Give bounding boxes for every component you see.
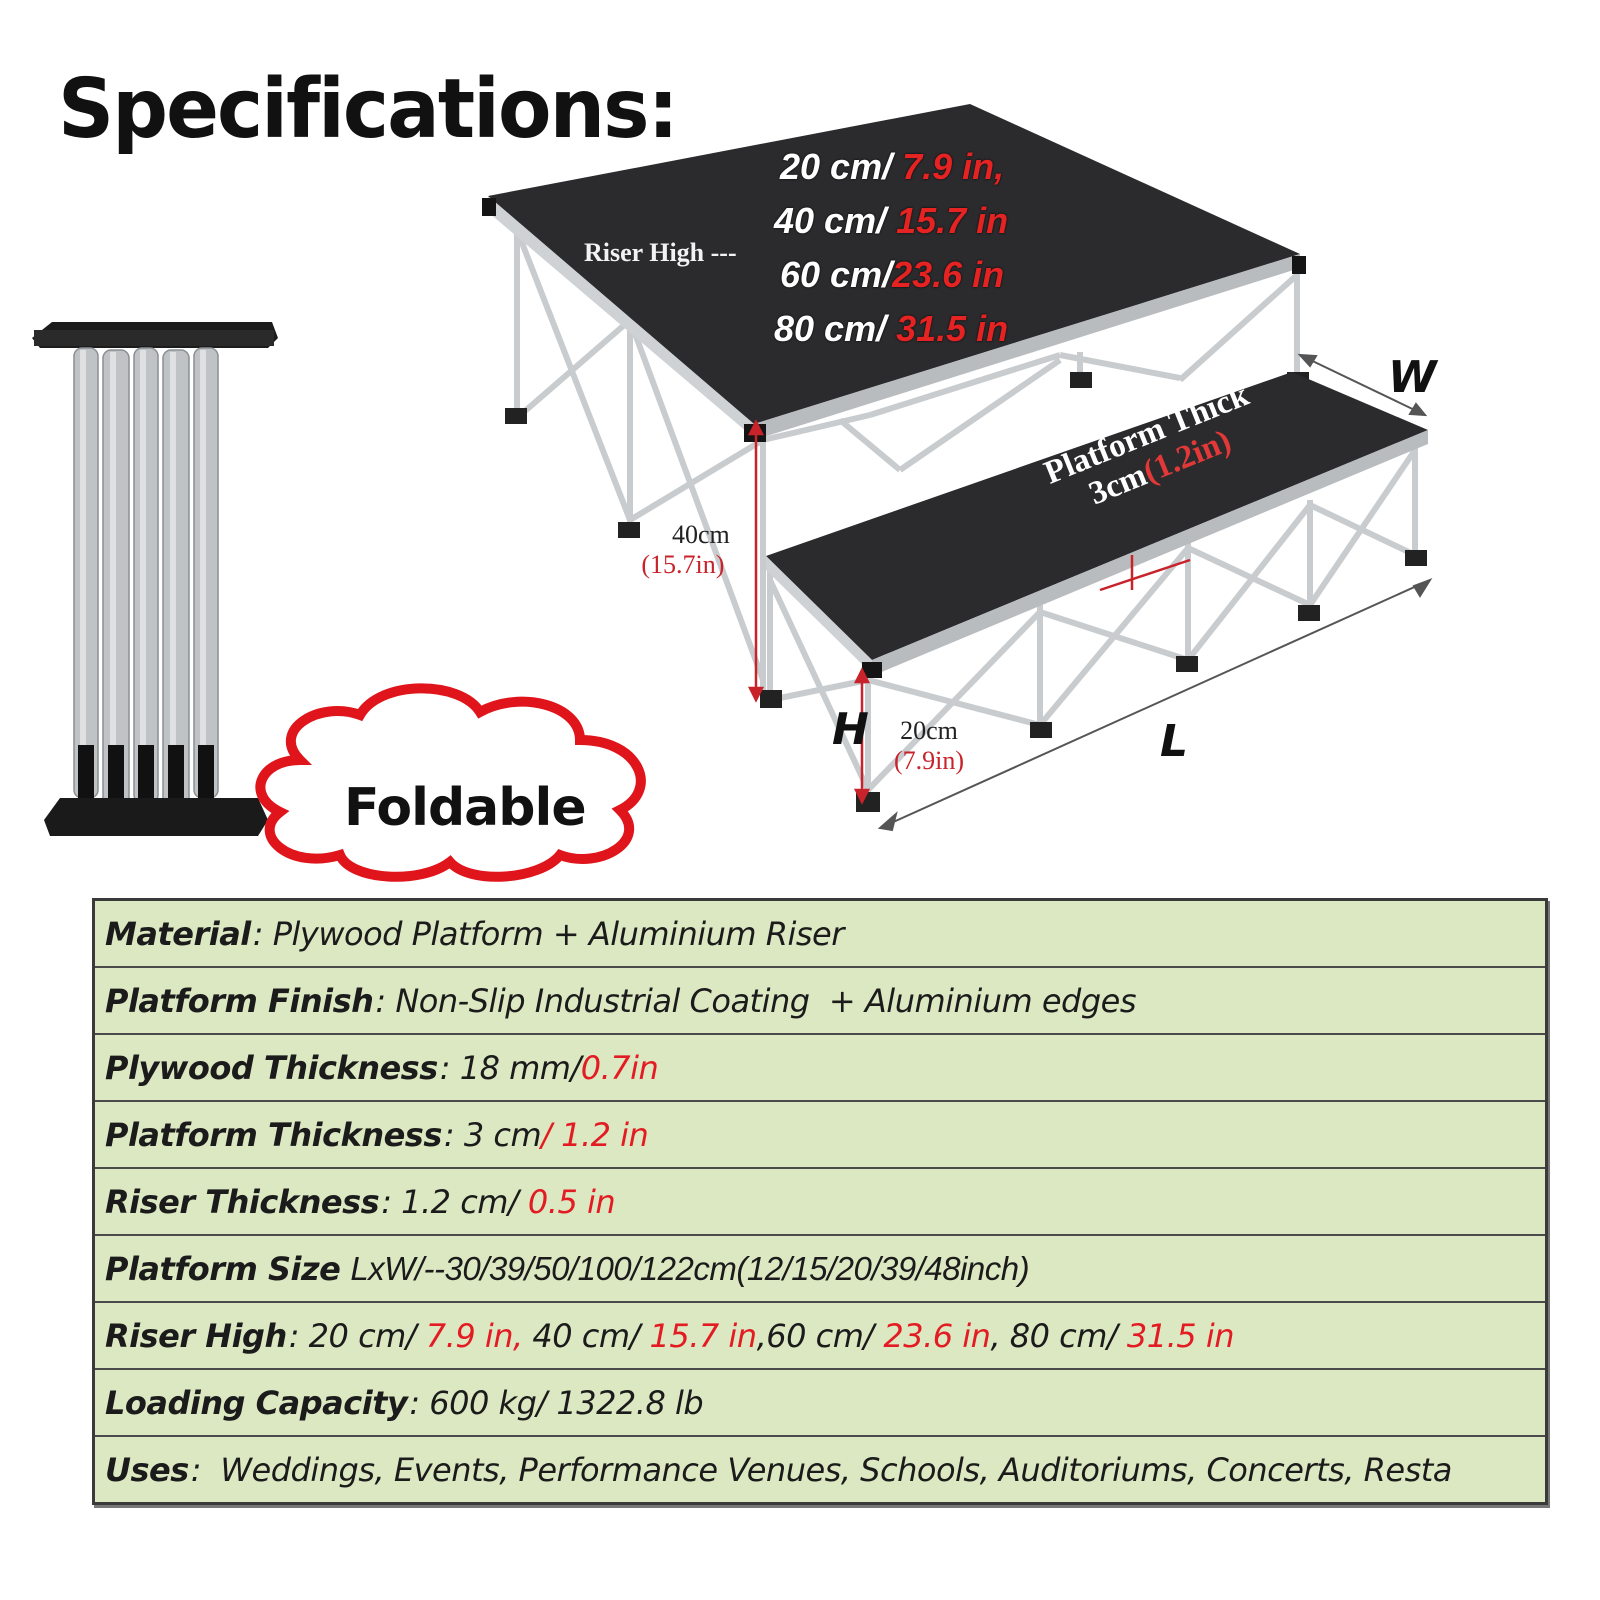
spec-value: 31.5 in bbox=[1126, 1316, 1235, 1355]
spec-value: Non-Slip Industrial Coating + Aluminium … bbox=[385, 981, 1136, 1020]
spec-value: ,60 cm/ bbox=[756, 1316, 884, 1355]
length-letter: L bbox=[1160, 716, 1189, 767]
big-platform-frame bbox=[514, 212, 1300, 700]
spec-value: 20 cm/ bbox=[299, 1316, 426, 1355]
spec-label: Platform Finish bbox=[105, 981, 374, 1020]
riser-height-list: 20 cm/ 7.9 in, 40 cm/ 15.7 in 60 cm/23.6… bbox=[774, 140, 1008, 356]
spec-value: / 1.2 in bbox=[541, 1115, 649, 1154]
spec-row: Riser High: 20 cm/ 7.9 in, 40 cm/ 15.7 i… bbox=[95, 1303, 1545, 1370]
spec-separator: : bbox=[375, 981, 386, 1020]
foldable-cloud bbox=[255, 683, 646, 882]
spec-label: Riser High bbox=[105, 1316, 287, 1355]
riser-height-item: 80 cm/ 31.5 in bbox=[774, 308, 1009, 349]
spec-value: 0.7in bbox=[580, 1048, 659, 1087]
spec-label: Platform Size bbox=[105, 1249, 341, 1288]
spec-label: Material bbox=[105, 914, 251, 953]
spec-separator: : bbox=[252, 914, 264, 953]
spec-row: Platform Finish: Non-Slip Industrial Coa… bbox=[95, 968, 1545, 1035]
stage-platform-illustration bbox=[32, 104, 1433, 882]
spec-row: Riser Thickness: 1.2 cm/ 0.5 in bbox=[95, 1169, 1545, 1236]
spec-separator: : bbox=[409, 1383, 420, 1422]
spec-label: Loading Capacity bbox=[105, 1383, 408, 1422]
small-platform-frame bbox=[767, 436, 1418, 800]
height-letter: H bbox=[832, 704, 869, 755]
spec-value: 0.5 in bbox=[527, 1182, 616, 1221]
tall-height-dimension: 40cm (15.7in) bbox=[641, 520, 730, 579]
page-title: Specifications: bbox=[58, 62, 679, 157]
spec-label: Plywood Thickness bbox=[105, 1048, 438, 1087]
spec-row: Plywood Thickness: 18 mm/0.7in bbox=[95, 1035, 1545, 1102]
small-platform-top bbox=[766, 372, 1428, 660]
spec-row: Loading Capacity: 600 kg/ 1322.8 lb bbox=[95, 1370, 1545, 1437]
big-platform-top bbox=[488, 104, 1300, 424]
spec-value: , 80 cm/ bbox=[990, 1316, 1127, 1355]
riser-height-item: 40 cm/ 15.7 in bbox=[774, 200, 1009, 241]
spec-value: 7.9 in, bbox=[425, 1316, 523, 1355]
spec-value: Weddings, Events, Performance Venues, Sc… bbox=[201, 1450, 1452, 1489]
spec-separator: : bbox=[443, 1115, 455, 1154]
spec-value: Plywood Platform + Aluminium Riser bbox=[263, 914, 845, 953]
dimension-markers bbox=[747, 419, 1191, 805]
spec-value: 3 cm bbox=[454, 1115, 542, 1154]
spec-value: 40 cm/ bbox=[522, 1316, 650, 1355]
spec-row: Uses: Weddings, Events, Performance Venu… bbox=[95, 1437, 1545, 1502]
short-height-dimension: 20cm (7.9in) bbox=[894, 716, 965, 775]
width-letter: W bbox=[1388, 352, 1437, 403]
spec-value: 15.7 in bbox=[649, 1316, 757, 1355]
spec-separator: : bbox=[381, 1182, 392, 1221]
spec-row: Platform Thickness: 3 cm/ 1.2 in bbox=[95, 1102, 1545, 1169]
spec-value: LxW/--30/39/50/100/122cm(12/15/20/39/48i… bbox=[350, 1249, 1030, 1287]
spec-separator: : bbox=[288, 1316, 300, 1355]
foldable-badge-text: Foldable bbox=[344, 778, 587, 838]
spec-label: Platform Thickness bbox=[105, 1115, 442, 1154]
spec-label: Riser Thickness bbox=[105, 1182, 380, 1221]
riser-high-label: Riser High --- bbox=[584, 238, 737, 267]
riser-height-item: 60 cm/23.6 in bbox=[780, 254, 1005, 295]
spec-separator: : bbox=[190, 1450, 202, 1489]
specifications-table: Material: Plywood Platform + Aluminium R… bbox=[92, 898, 1548, 1505]
spec-separator: : bbox=[439, 1048, 451, 1087]
spec-value: 23.6 in bbox=[883, 1316, 991, 1355]
spec-value: 18 mm/ bbox=[450, 1048, 582, 1087]
spec-value: 1.2 cm/ bbox=[391, 1182, 528, 1221]
spec-row: Material: Plywood Platform + Aluminium R… bbox=[95, 901, 1545, 968]
riser-height-item: 20 cm/ 7.9 in, bbox=[780, 146, 1005, 187]
spec-label: Uses bbox=[105, 1450, 189, 1489]
folded-riser-image bbox=[32, 322, 278, 836]
spec-value: 600 kg/ 1322.8 lb bbox=[419, 1383, 704, 1422]
